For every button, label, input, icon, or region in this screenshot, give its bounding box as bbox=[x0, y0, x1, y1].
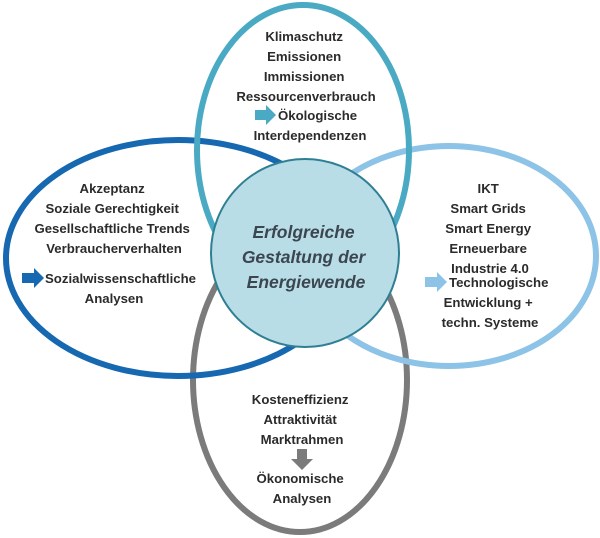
ecological-arrow-icon bbox=[255, 105, 276, 125]
economic-factor: Kosteneffizienz bbox=[252, 392, 349, 407]
ecological-factor: Klimaschutz bbox=[265, 29, 343, 44]
ecological-factor: Immissionen bbox=[264, 69, 345, 84]
economic-analysis-line: Ökonomische bbox=[257, 471, 344, 486]
technological-factor: Smart Grids bbox=[450, 201, 526, 216]
center-line: Energiewende bbox=[247, 272, 366, 292]
technological-factor: Erneuerbare bbox=[449, 241, 527, 256]
social-analysis-line: Analysen bbox=[85, 291, 144, 306]
social-analysis-line: Sozialwissenschaftliche bbox=[45, 271, 196, 286]
technological-analysis-line: techn. Systeme bbox=[442, 315, 539, 330]
center-line: Gestaltung der bbox=[242, 247, 367, 267]
social-analysis-label: Sozialwissenschaftliche Analysen bbox=[45, 271, 200, 306]
social-factor: Soziale Gerechtigkeit bbox=[45, 201, 179, 216]
center-circle bbox=[210, 158, 400, 348]
economic-analysis-line: Analysen bbox=[273, 491, 332, 506]
economic-factors: Kosteneffizienz Attraktivität Marktrahme… bbox=[252, 392, 352, 447]
social-factor: Akzeptanz bbox=[80, 181, 146, 196]
economic-arrow-icon bbox=[291, 449, 313, 470]
technological-factor: Industrie 4.0 bbox=[451, 261, 529, 276]
technological-analysis-label: Technologische Entwicklung + techn. Syst… bbox=[442, 275, 552, 330]
technological-factors: IKT Smart Grids Smart Energy Erneuerbare… bbox=[445, 181, 534, 276]
economic-factor: Attraktivität bbox=[264, 412, 338, 427]
ecological-analysis-line: Interdependenzen bbox=[254, 128, 367, 143]
technological-analysis-line: Entwicklung + bbox=[444, 295, 533, 310]
ecological-factor: Ressourcenverbrauch bbox=[236, 89, 375, 104]
technological-factor: IKT bbox=[478, 181, 499, 196]
center-line: Erfolgreiche bbox=[253, 222, 355, 242]
social-factor: Gesellschaftliche Trends bbox=[34, 221, 189, 236]
economic-factor: Marktrahmen bbox=[261, 432, 344, 447]
economic-analysis-label: Ökonomische Analysen bbox=[257, 471, 348, 506]
technological-factor: Smart Energy bbox=[445, 221, 531, 236]
social-arrow-icon bbox=[22, 268, 44, 288]
social-factors: Akzeptanz Soziale Gerechtigkeit Gesellsc… bbox=[34, 181, 193, 256]
ecological-factor: Emissionen bbox=[267, 49, 341, 64]
ecological-factors: Klimaschutz Emissionen Immissionen Resso… bbox=[236, 29, 375, 104]
ecological-analysis-line: Ökologische bbox=[278, 108, 357, 123]
technological-analysis-line: Technologische bbox=[449, 275, 548, 290]
ecological-analysis-label: Ökologische Interdependenzen bbox=[254, 108, 367, 143]
center-label: Erfolgreiche Gestaltung der Energiewende bbox=[242, 222, 370, 292]
technological-arrow-icon bbox=[425, 272, 447, 292]
social-factor: Verbraucherverhalten bbox=[46, 241, 182, 256]
